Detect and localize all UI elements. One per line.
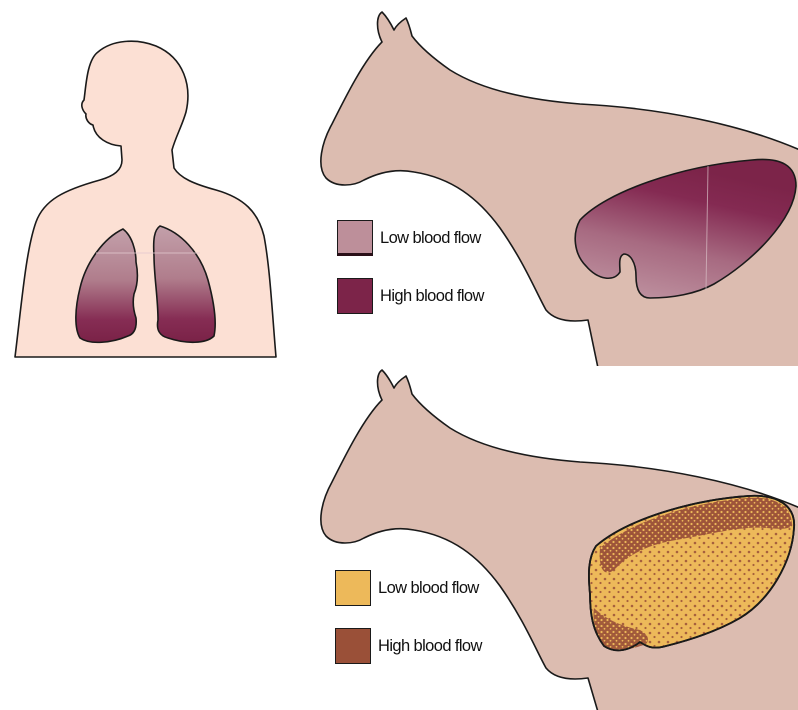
human-figure [15, 41, 276, 357]
legend-label-high-blood-flow: High blood flow [380, 287, 484, 306]
horse-top [321, 12, 798, 368]
legend-bottom-low: Low blood flow [335, 570, 479, 606]
legend-label-low-blood-flow: Low blood flow [380, 229, 481, 248]
legend-top-low: Low blood flow [337, 220, 481, 256]
legend-label-low-blood-flow: Low blood flow [378, 579, 479, 598]
legend-label-high-blood-flow: High blood flow [378, 637, 482, 656]
swatch-low-blood-flow [337, 220, 373, 256]
swatch-low-blood-flow [335, 570, 371, 606]
swatch-high-blood-flow [337, 278, 373, 314]
legend-top-high: High blood flow [337, 278, 484, 314]
human-body-silhouette [15, 41, 276, 357]
legend-bottom-high: High blood flow [335, 628, 482, 664]
swatch-high-blood-flow [335, 628, 371, 664]
